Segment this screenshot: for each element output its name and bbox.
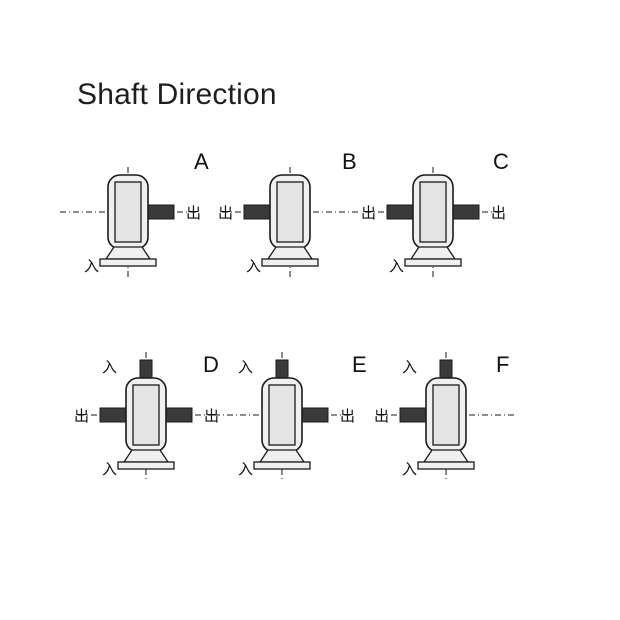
unit-b-base-neck [266, 246, 314, 260]
unit-c-output-label-right: 出 [491, 204, 506, 222]
unit-a-letter-label: A [194, 149, 209, 174]
unit-e-input-label-top: 入 [238, 358, 253, 376]
unit-b-output-label-left: 出 [218, 204, 233, 222]
gear-unit-a: 出入 A [60, 149, 209, 277]
unit-d-output-shaft-left [99, 407, 129, 423]
unit-e-input-label-bottom: 入 [238, 460, 253, 478]
diagram-title: Shaft Direction [77, 78, 277, 111]
unit-a-base-neck [104, 246, 152, 260]
unit-a-base-foot [99, 258, 157, 267]
unit-d-input-shaft-top [139, 359, 153, 381]
unit-f-input-label-top: 入 [402, 358, 417, 376]
unit-c-letter-label: C [493, 149, 509, 174]
unit-d-gearbox-inner-window [132, 384, 160, 446]
unit-b-output-shaft-left [243, 204, 273, 220]
unit-c-output-shaft-right [450, 204, 480, 220]
unit-d-base-neck [122, 449, 170, 463]
unit-e-base-foot [253, 461, 311, 470]
unit-d-output-shaft-right [163, 407, 193, 423]
unit-b-input-label-bottom: 入 [246, 257, 261, 275]
unit-f-output-label-left: 出 [374, 407, 389, 425]
gear-unit-b: 出入 B [218, 149, 358, 277]
unit-a-output-label-right: 出 [186, 204, 201, 222]
unit-d-input-label-top: 入 [102, 358, 117, 376]
unit-e-base-neck [258, 449, 306, 463]
unit-d-output-label-left: 出 [74, 407, 89, 425]
unit-e-gearbox-inner-window [268, 384, 296, 446]
unit-e-output-shaft-right [299, 407, 329, 423]
unit-a-gearbox-inner-window [114, 181, 142, 243]
unit-c-output-shaft-left [386, 204, 416, 220]
unit-c-gearbox-inner-window [419, 181, 447, 243]
unit-f-input-label-bottom: 入 [402, 460, 417, 478]
unit-b-base-foot [261, 258, 319, 267]
gear-unit-c: 出 出入 C [361, 149, 509, 277]
unit-f-gearbox-inner-window [432, 384, 460, 446]
unit-f-base-foot [417, 461, 475, 470]
unit-f-output-shaft-left [399, 407, 429, 423]
unit-b-letter-label: B [342, 149, 357, 174]
unit-f-letter-label: F [496, 352, 509, 377]
unit-c-base-neck [409, 246, 457, 260]
unit-c-output-label-left: 出 [361, 204, 376, 222]
unit-d-base-foot [117, 461, 175, 470]
unit-e-letter-label: E [352, 352, 367, 377]
unit-f-input-shaft-top [439, 359, 453, 381]
unit-c-base-foot [404, 258, 462, 267]
unit-d-output-label-right: 出 [204, 407, 219, 425]
unit-c-input-label-bottom: 入 [389, 257, 404, 275]
unit-e-input-shaft-top [275, 359, 289, 381]
unit-b-gearbox-inner-window [276, 181, 304, 243]
unit-f-base-neck [422, 449, 470, 463]
unit-e-output-label-right: 出 [340, 407, 355, 425]
unit-a-input-label-bottom: 入 [84, 257, 99, 275]
unit-d-input-label-bottom: 入 [102, 460, 117, 478]
unit-d-letter-label: D [203, 352, 219, 377]
unit-a-output-shaft-right [145, 204, 175, 220]
gear-unit-d: 出出入入D [74, 352, 219, 480]
